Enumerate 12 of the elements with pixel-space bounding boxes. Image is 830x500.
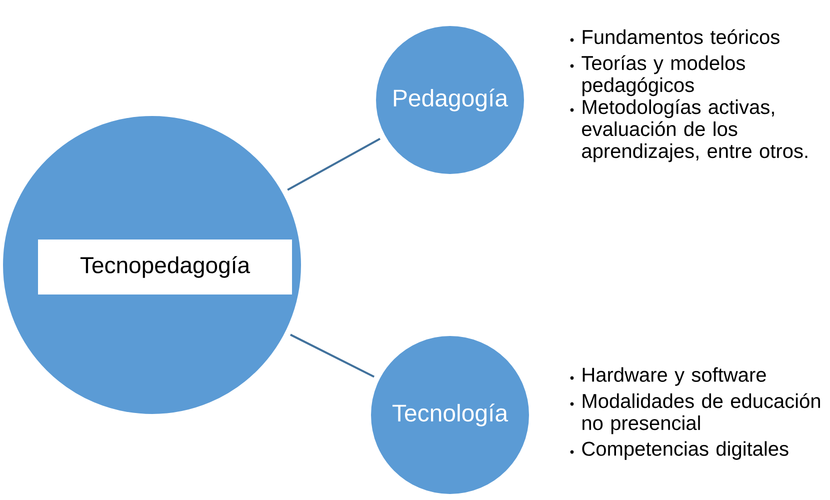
circle-node: Tecnología — [369, 334, 531, 496]
bullet-text: Teorías y modelos pedagógicos — [582, 55, 745, 96]
bullet-text: Competencias digitales — [582, 441, 788, 460]
connector-line — [287, 138, 380, 191]
title-box: Tecnopedagogía — [38, 240, 292, 294]
node-label: Tecnopedagogía — [80, 256, 250, 278]
connector-line — [290, 334, 375, 378]
bullet-text: Fundamentos teóricos — [582, 29, 780, 44]
bullet-text: Hardware y software — [582, 367, 766, 386]
bullet-text: Metodologías activas, evaluación de los aprendizajes, entre otros. — [582, 99, 808, 162]
bullet-text: Modalidades de educación no presencial — [582, 393, 820, 434]
circle-node: Pedagogía — [374, 24, 526, 176]
